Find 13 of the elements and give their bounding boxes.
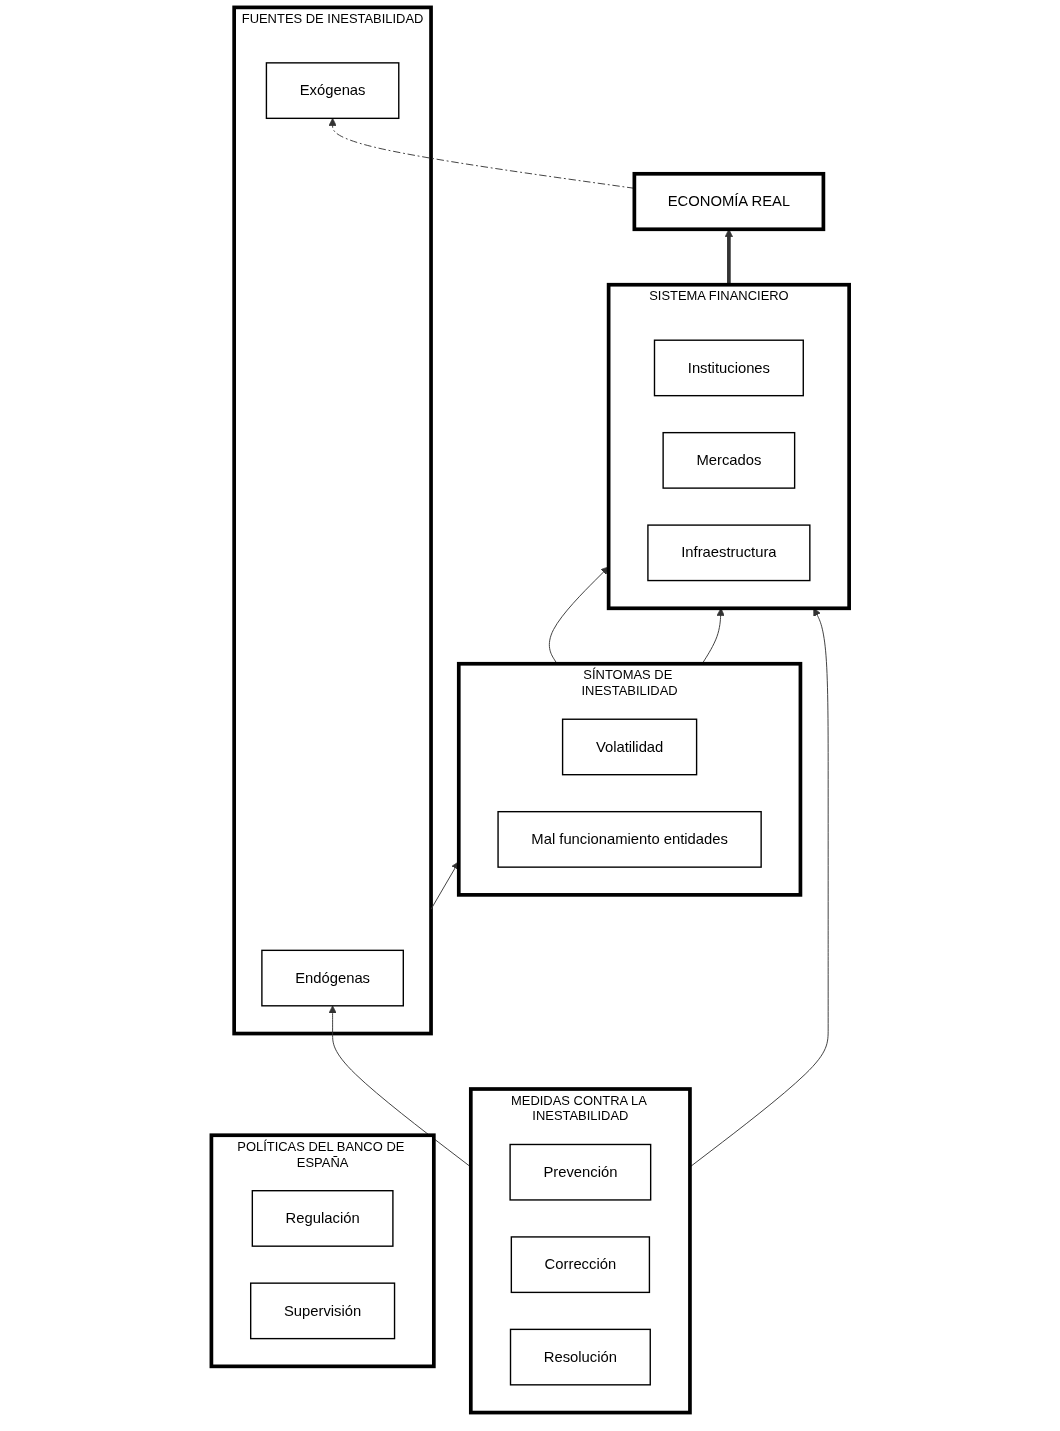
node-box: Regulación (251, 1190, 394, 1247)
node-box: Supervisión (249, 1282, 395, 1340)
node-box: Volatilidad (561, 718, 698, 776)
node-box: Endógenas (260, 949, 404, 1007)
node-box: Prevención (509, 1143, 652, 1201)
node-box: Instituciones (653, 339, 804, 397)
node-box: Exógenas (265, 62, 400, 120)
node-box: Mal funcionamiento entidades (497, 810, 762, 868)
node-box: Resolución (509, 1328, 651, 1386)
node-box: Corrección (510, 1236, 650, 1294)
node-box: Mercados (662, 431, 796, 489)
node-box: Infraestructura (646, 524, 811, 582)
node-box: ECONOMÍA REAL (632, 171, 825, 232)
